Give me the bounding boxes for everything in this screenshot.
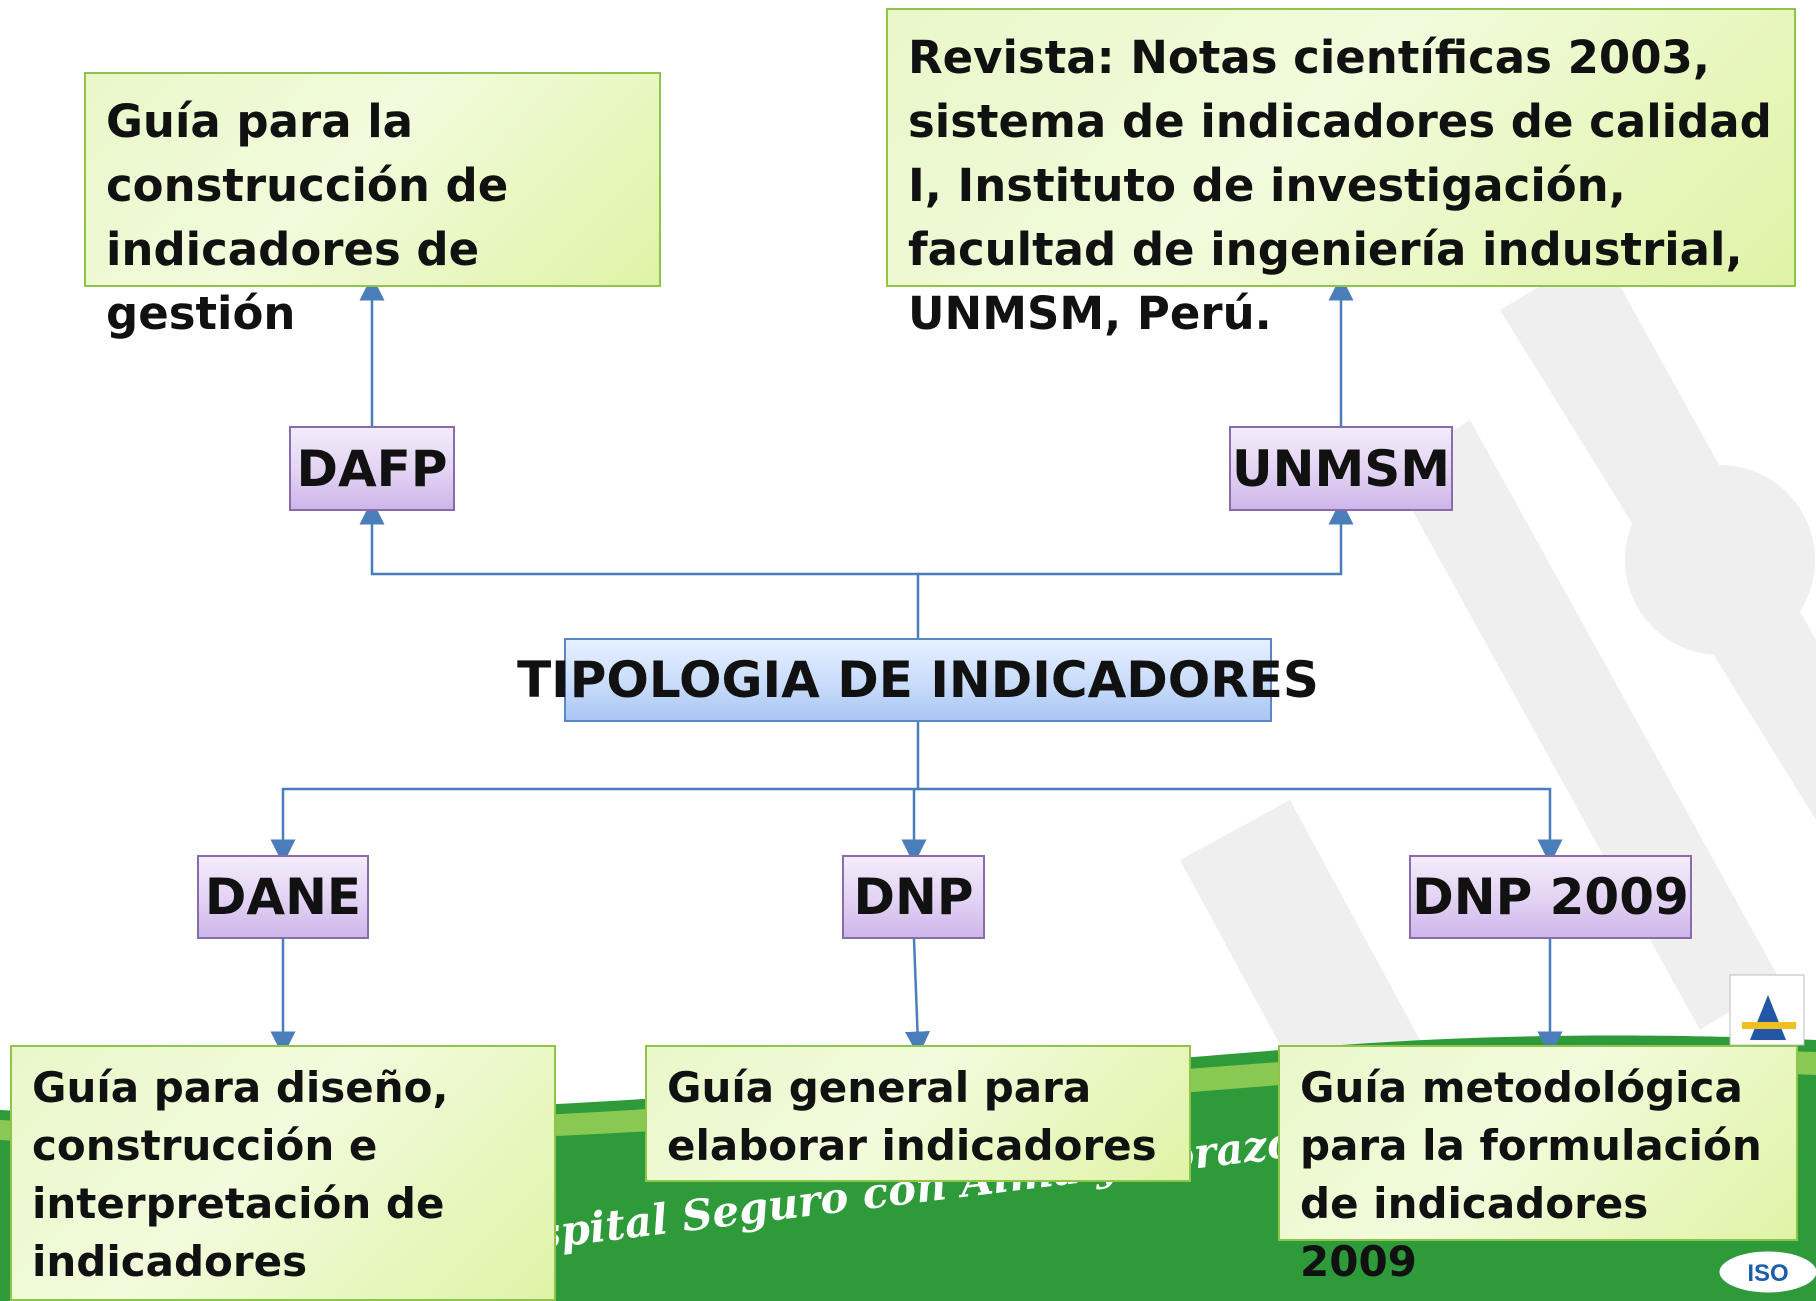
dafp-node: DAFP — [289, 426, 455, 511]
iso-badge-text: ISO — [1747, 1260, 1788, 1287]
dafp-document-text: Guía para la construcción de indicadores… — [106, 95, 509, 340]
unmsm-document-text: Revista: Notas científicas 2003, sistema… — [908, 31, 1772, 340]
connector-root-to-dane — [270, 722, 920, 865]
connector-root-to-dnp2009 — [918, 787, 1563, 865]
connector-root-to-unmsm — [918, 499, 1354, 576]
dane-node: DANE — [197, 855, 369, 939]
unmsm-node-label: UNMSM — [1232, 439, 1450, 498]
dnp-2009-node-label: DNP 2009 — [1412, 868, 1689, 926]
dafp-node-label: DAFP — [296, 439, 448, 498]
dnp-node: DNP — [842, 855, 985, 939]
unmsm-document-box: Revista: Notas científicas 2003, sistema… — [886, 8, 1796, 340]
root-node: TIPOLOGIA DE INDICADORES — [517, 638, 1319, 722]
dane-document-text: Guía para diseño, construcción e interpr… — [32, 1063, 449, 1286]
unmsm-node: UNMSM — [1229, 426, 1453, 511]
dane-document-box: Guía para diseño, construcción e interpr… — [10, 1045, 556, 1301]
dnp-node-label: DNP — [853, 868, 974, 926]
dnp-document-box: Guía general para elaborar indicadores — [645, 1045, 1191, 1182]
connector-root-to-dafp — [359, 499, 920, 638]
dnp-2009-document-box: Guía metodológica para la formulación de… — [1278, 1045, 1798, 1286]
dnp-document-text: Guía general para elaborar indicadores — [667, 1063, 1157, 1170]
iso-badge: ISO — [1716, 1248, 1816, 1296]
dane-node-label: DANE — [204, 868, 362, 926]
root-node-label: TIPOLOGIA DE INDICADORES — [517, 651, 1319, 709]
connector-dnp-to-guide — [905, 938, 931, 1057]
dnp-2009-node: DNP 2009 — [1409, 855, 1692, 939]
dnp-2009-document-text: Guía metodológica para la formulación de… — [1300, 1063, 1762, 1286]
dafp-document-box: Guía para la construcción de indicadores… — [84, 72, 661, 340]
